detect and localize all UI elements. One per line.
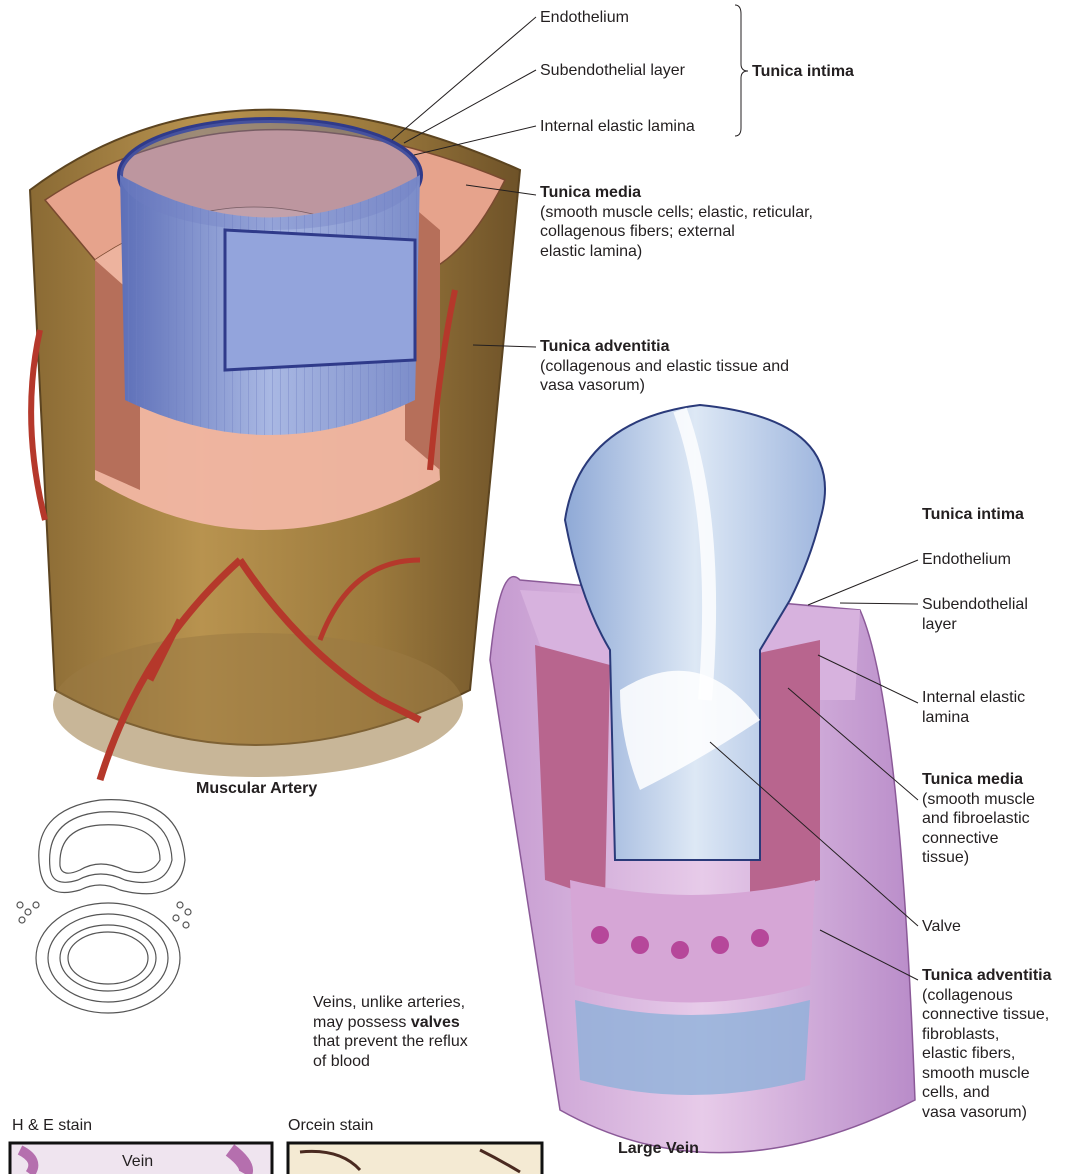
he-stain-label: H & E stain xyxy=(12,1116,92,1135)
muscular-artery-caption: Muscular Artery xyxy=(196,780,317,798)
vein-tunica-intima-label: Tunica intima xyxy=(922,505,1024,524)
vein-internal-elastic-text: Internal elastic lamina xyxy=(922,688,1025,727)
vein-tunica-media-title: Tunica media xyxy=(922,770,1035,790)
vein-valve-label: Valve xyxy=(922,917,961,936)
vein-tunica-media-block: Tunica media (smooth muscle and fibroela… xyxy=(922,770,1035,868)
artery-subendothelial-label: Subendothelial layer xyxy=(540,61,685,80)
orcein-stain-micrograph xyxy=(288,1143,542,1174)
muscular-artery-drawing xyxy=(30,110,520,780)
vein-endothelium-label: Endothelium xyxy=(922,550,1011,569)
artery-tunica-adventitia-title: Tunica adventitia xyxy=(540,337,789,357)
artery-tunica-intima-label: Tunica intima xyxy=(752,62,854,81)
large-vein-caption: Large Vein xyxy=(618,1140,699,1158)
artery-tunica-media-title: Tunica media xyxy=(540,183,813,203)
artery-tunica-adventitia-block: Tunica adventitia (collagenous and elast… xyxy=(540,337,789,396)
orcein-stain-label: Orcein stain xyxy=(288,1116,373,1135)
vein-internal-elastic-label: Internal elastic lamina xyxy=(922,688,1025,727)
vein-tunica-adventitia-title: Tunica adventitia xyxy=(922,966,1052,986)
vein-tunica-adventitia-block: Tunica adventitia (collagenous connectiv… xyxy=(922,966,1052,1122)
artery-tunica-adventitia-desc: (collagenous and elastic tissue and vasa… xyxy=(540,357,789,396)
artery-internal-elastic-label: Internal elastic lamina xyxy=(540,117,695,136)
vein-tunica-media-desc: (smooth muscle and fibroelastic connecti… xyxy=(922,790,1035,868)
vein-tunica-adventitia-desc: (collagenous connective tissue, fibrobla… xyxy=(922,986,1052,1123)
large-vein-drawing xyxy=(490,405,915,1153)
valves-note-bold: valves xyxy=(411,1014,460,1031)
valves-note-after: that prevent the reflux of blood xyxy=(313,1033,468,1070)
vein-subendothelial-label: Subendothelial layer xyxy=(922,595,1028,634)
artery-endothelium-label: Endothelium xyxy=(540,8,629,27)
vein-subendothelial-text: Subendothelial layer xyxy=(922,595,1028,634)
valve-cross-section-sketch xyxy=(17,800,191,1013)
he-vein-label: Vein xyxy=(122,1152,153,1171)
artery-tunica-media-block: Tunica media (smooth muscle cells; elast… xyxy=(540,183,813,261)
artery-tunica-media-desc: (smooth muscle cells; elastic, reticular… xyxy=(540,203,813,262)
valves-note: Veins, unlike arteries, may possess valv… xyxy=(313,993,468,1071)
